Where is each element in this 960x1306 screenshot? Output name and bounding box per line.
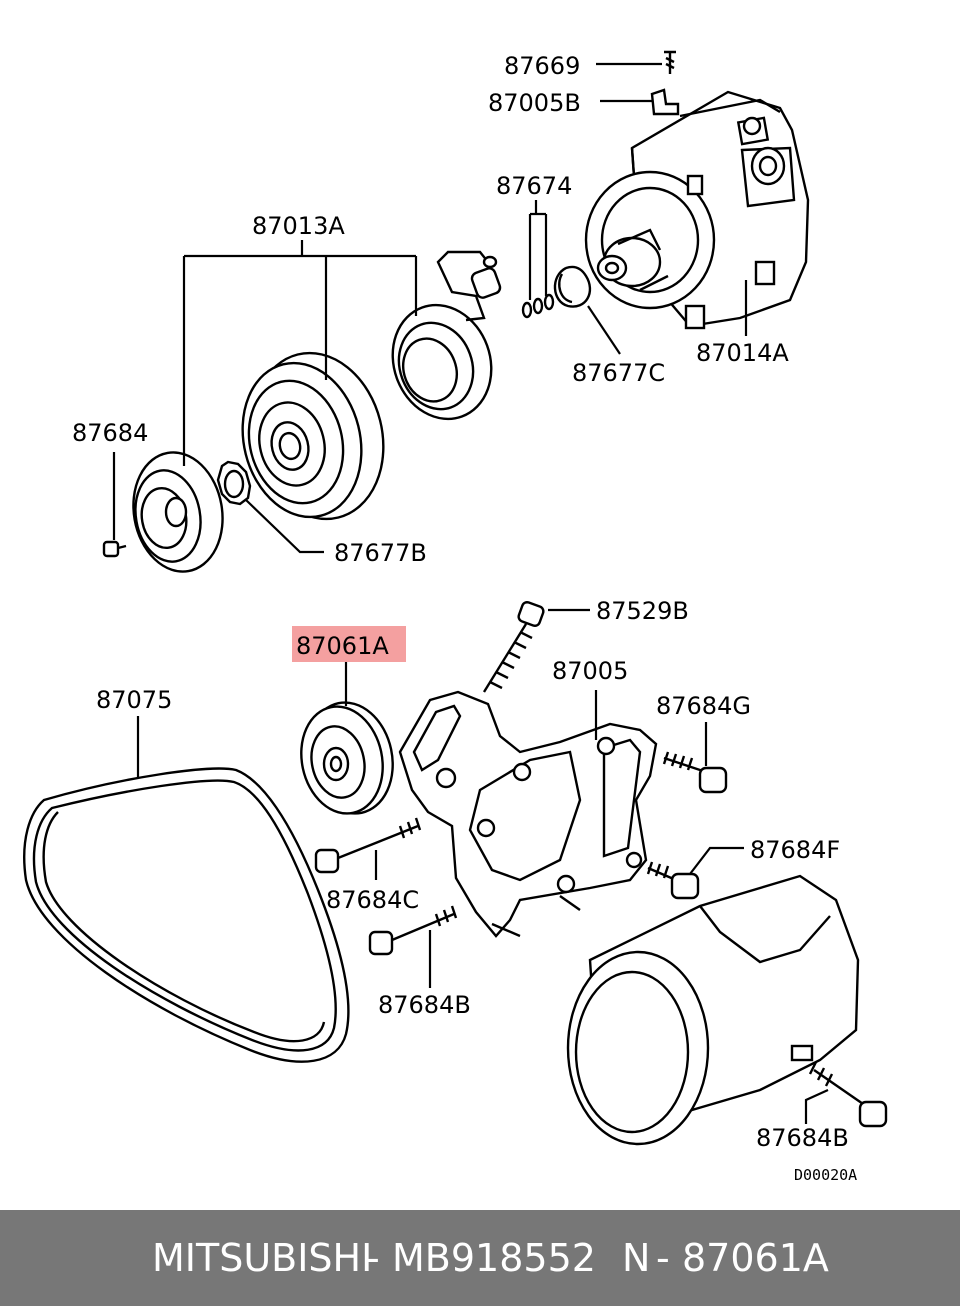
callout-87674: 87674 — [496, 172, 572, 200]
bolt-87684b-left-part — [368, 905, 458, 956]
callout-87684b-right: 87684B — [756, 1124, 849, 1152]
screw-87669-part — [664, 50, 676, 74]
highlight-box — [292, 626, 406, 662]
callout-87075: 87075 — [96, 686, 172, 714]
callout-87061a: 87061A — [296, 632, 389, 660]
footer-ref-prefix: N — [622, 1236, 651, 1280]
diagram-code: D00020A — [794, 1166, 857, 1184]
callout-87669: 87669 — [504, 52, 580, 80]
callout-87684: 87684 — [72, 419, 148, 447]
callout-87677c: 87677C — [572, 359, 665, 387]
callout-87014a: 87014A — [696, 339, 789, 367]
callout-87013a: 87013A — [252, 212, 345, 240]
bolt-87684-part — [102, 540, 127, 558]
bolt-87684b-right-part — [808, 1061, 888, 1128]
tensioner-bracket-87005-part — [398, 690, 658, 938]
callout-87529b: 87529B — [596, 597, 689, 625]
field-coil-part — [391, 250, 502, 421]
leader-lines — [112, 62, 829, 1124]
callout-87684f: 87684F — [750, 836, 840, 864]
callout-87684c: 87684C — [326, 886, 419, 914]
bolt-87529b-part — [482, 601, 545, 693]
callout-87677b: 87677B — [334, 539, 427, 567]
compressor-lower-part — [566, 874, 860, 1146]
bolt-87684g-part — [662, 751, 728, 794]
footer-bar: MITSUBISHI - MB918552 N - 87061A — [0, 1210, 960, 1306]
compressor-assembly-upper — [584, 90, 810, 330]
bolt-87684c-part — [314, 817, 422, 874]
footer-ref-code: 87061A — [682, 1236, 829, 1280]
shims-87674-part — [521, 293, 555, 319]
callout-87684g: 87684G — [656, 692, 751, 720]
clutch-pulley-part — [241, 351, 385, 521]
callout-87005b: 87005B — [488, 89, 581, 117]
exploded-parts-diagram: 87669 87005B 87674 87013A 87014A 87677C … — [23, 50, 888, 1184]
footer-brand: MITSUBISHI — [152, 1236, 373, 1280]
snap-ring-87677c-part — [553, 265, 592, 308]
bracket-87005b-part — [650, 88, 680, 116]
bolt-87684f-part — [646, 861, 700, 900]
shim-ring-87677b-part — [216, 460, 252, 506]
callout-87684b-left: 87684B — [378, 991, 471, 1019]
v-belt-87075-part — [23, 767, 350, 1063]
callout-87005: 87005 — [552, 657, 628, 685]
armature-plate-part — [132, 451, 224, 573]
footer-separator-2: - — [656, 1236, 670, 1280]
idler-pulley-87061a-part — [300, 701, 394, 815]
footer-separator-1: - — [366, 1236, 380, 1280]
footer-part-number: MB918552 — [392, 1236, 596, 1280]
